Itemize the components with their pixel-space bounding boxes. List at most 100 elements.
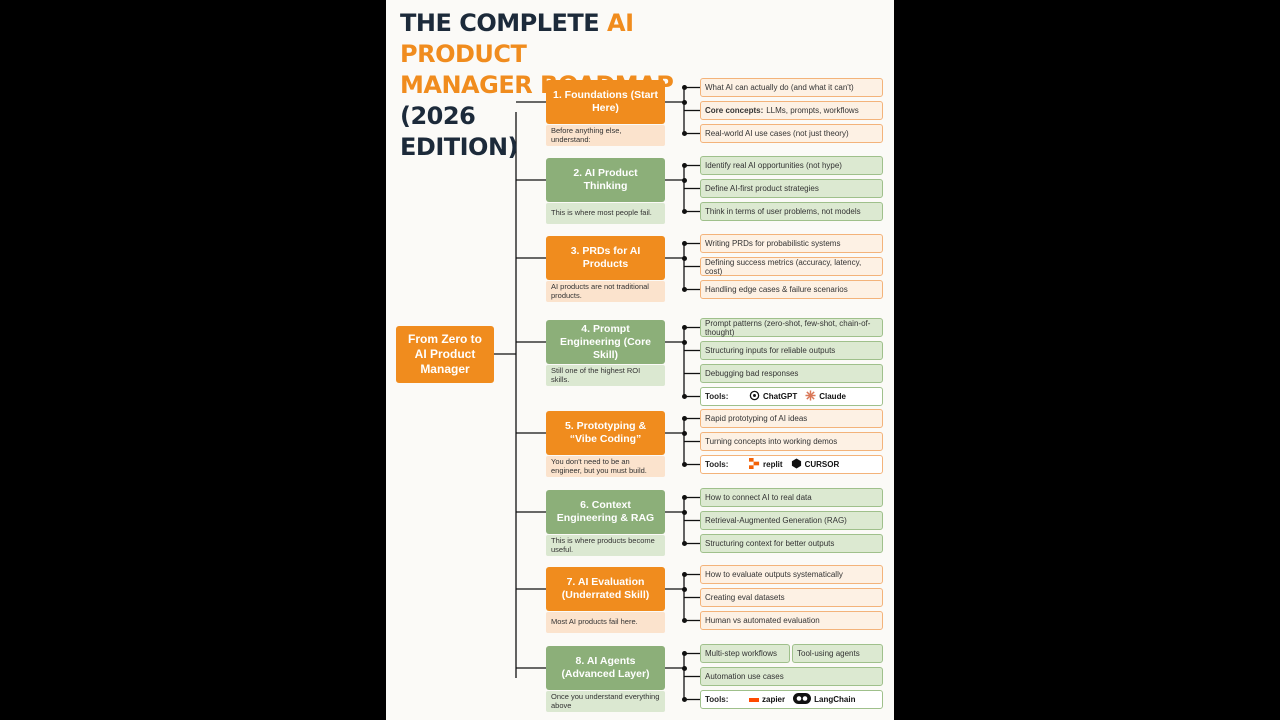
step-node-8: 8. AI Agents (Advanced Layer) bbox=[546, 646, 665, 690]
leaf-item: What AI can actually do (and what it can… bbox=[700, 78, 883, 97]
leaf-item-bold: Core concepts: bbox=[705, 106, 764, 115]
junction-dot bbox=[681, 99, 687, 105]
tool-logo: CURSOR bbox=[791, 458, 840, 471]
langchain-icon bbox=[793, 693, 812, 706]
junction-dot bbox=[681, 586, 687, 592]
leaf-item: Human vs automated evaluation bbox=[700, 611, 883, 630]
leaf-item: Debugging bad responses bbox=[700, 364, 883, 383]
junction-dot bbox=[681, 163, 687, 168]
tool-name: CURSOR bbox=[804, 460, 840, 469]
junction-dot bbox=[681, 541, 687, 546]
leaf-item-text: Turning concepts into working demos bbox=[705, 437, 838, 446]
leaf-item-text: Automation use cases bbox=[705, 672, 784, 681]
tools-row: Tools: replit CURSOR bbox=[700, 455, 883, 474]
junction-dot bbox=[681, 209, 687, 214]
step-node-1: 1. Foundations (Start Here) bbox=[546, 80, 665, 124]
leaf-item-text: Debugging bad responses bbox=[705, 369, 799, 378]
tools-row: Tools: zapier LangChain bbox=[700, 690, 883, 709]
leaf-item-text: Retrieval-Augmented Generation (RAG) bbox=[705, 516, 847, 525]
junction-dot bbox=[681, 131, 687, 136]
leaf-item: Identify real AI opportunities (not hype… bbox=[700, 156, 883, 175]
junction-dot bbox=[681, 572, 687, 577]
step-note: This is where products become useful. bbox=[546, 535, 665, 556]
leaf-item: Core concepts:LLMs, prompts, workflows bbox=[700, 101, 883, 120]
leaf-item: Creating eval datasets bbox=[700, 588, 883, 607]
junction-dot bbox=[681, 177, 687, 183]
step-note: This is where most people fail. bbox=[546, 203, 665, 224]
leaf-item-text: Prompt patterns (zero-shot, few-shot, ch… bbox=[705, 318, 871, 337]
leaf-item: Retrieval-Augmented Generation (RAG) bbox=[700, 511, 883, 530]
leaf-item: Real-world AI use cases (not just theory… bbox=[700, 124, 883, 143]
junction-dot bbox=[681, 509, 687, 515]
leaf-item-text: How to evaluate outputs systematically bbox=[705, 570, 843, 579]
step-node-7: 7. AI Evaluation (Underrated Skill) bbox=[546, 567, 665, 611]
leaf-item-text: Rapid prototyping of AI ideas bbox=[705, 414, 808, 423]
step-note: You don't need to be an engineer, but yo… bbox=[546, 456, 665, 477]
junction-dot bbox=[681, 394, 687, 399]
tools-label: Tools: bbox=[705, 695, 729, 704]
openai-icon bbox=[749, 390, 760, 403]
tool-name: zapier bbox=[762, 695, 786, 704]
title-part: (2026 bbox=[400, 102, 476, 130]
tools-label: Tools: bbox=[705, 392, 729, 401]
leaf-item-text: Defining success metrics (accuracy, late… bbox=[705, 257, 862, 276]
step-node-5: 5. Prototyping & “Vibe Coding” bbox=[546, 411, 665, 455]
leaf-item-text: Writing PRDs for probabilistic systems bbox=[705, 239, 841, 248]
junction-dot bbox=[681, 651, 687, 656]
junction-dot bbox=[681, 85, 687, 90]
leaf-item: How to evaluate outputs systematically bbox=[700, 565, 883, 584]
junction-dot bbox=[681, 697, 687, 702]
title-accent: AI PRODUCT bbox=[400, 9, 634, 68]
leaf-item-text: Identify real AI opportunities (not hype… bbox=[705, 161, 842, 170]
tool-name: replit bbox=[763, 460, 783, 469]
leaf-item: Handling edge cases & failure scenarios bbox=[700, 280, 883, 299]
junction-dot bbox=[681, 430, 687, 436]
leaf-item-text: Creating eval datasets bbox=[705, 593, 785, 602]
leaf-item: Multi-step workflows bbox=[700, 644, 790, 663]
step-node-3: 3. PRDs for AI Products bbox=[546, 236, 665, 280]
leaf-item: Defining success metrics (accuracy, late… bbox=[700, 257, 883, 276]
leaf-item: Prompt patterns (zero-shot, few-shot, ch… bbox=[700, 318, 883, 337]
tool-name: Claude bbox=[819, 392, 846, 401]
tool-logo: replit bbox=[749, 458, 783, 471]
junction-dot bbox=[681, 339, 687, 345]
leaf-item: Turning concepts into working demos bbox=[700, 432, 883, 451]
title-part: THE COMPLETE bbox=[400, 9, 608, 37]
junction-dot bbox=[681, 618, 687, 623]
leaf-item-text: What AI can actually do (and what it can… bbox=[705, 83, 854, 92]
leaf-item: Structuring inputs for reliable outputs bbox=[700, 341, 883, 360]
leaf-item-text: Human vs automated evaluation bbox=[705, 616, 820, 625]
leaf-item: Think in terms of user problems, not mod… bbox=[700, 202, 883, 221]
leaf-item-text: Structuring inputs for reliable outputs bbox=[705, 346, 836, 355]
leaf-item: Rapid prototyping of AI ideas bbox=[700, 409, 883, 428]
zapier-icon bbox=[749, 695, 759, 704]
tool-logo: zapier bbox=[749, 695, 785, 704]
tool-logo: LangChain bbox=[793, 693, 855, 706]
step-note: Still one of the highest ROI skills. bbox=[546, 365, 665, 386]
step-node-6: 6. Context Engineering & RAG bbox=[546, 490, 665, 534]
leaf-item: Define AI-first product strategies bbox=[700, 179, 883, 198]
root-node: From Zero to AI Product Manager bbox=[396, 326, 494, 383]
leaf-item: Tool-using agents bbox=[792, 644, 883, 663]
leaf-item: Automation use cases bbox=[700, 667, 883, 686]
cursor-icon bbox=[791, 458, 802, 471]
title-part: EDITION) bbox=[400, 133, 519, 161]
junction-dot bbox=[681, 416, 687, 421]
leaf-item-text: Handling edge cases & failure scenarios bbox=[705, 285, 848, 294]
connector-lines bbox=[494, 86, 700, 701]
step-note: AI products are not traditional products… bbox=[546, 281, 665, 302]
step-node-2: 2. AI Product Thinking bbox=[546, 158, 665, 202]
replit-icon bbox=[749, 458, 760, 471]
leaf-item-text: Think in terms of user problems, not mod… bbox=[705, 207, 861, 216]
leaf-item: Writing PRDs for probabilistic systems bbox=[700, 234, 883, 253]
page-title: THE COMPLETE AI PRODUCT MANAGER ROADMAP … bbox=[400, 8, 700, 163]
leaf-item-text: Real-world AI use cases (not just theory… bbox=[705, 129, 849, 138]
junction-dot bbox=[681, 495, 687, 500]
junction-dot bbox=[681, 325, 687, 330]
tools-label: Tools: bbox=[705, 460, 729, 469]
leaf-item: Structuring context for better outputs bbox=[700, 534, 883, 553]
step-note: Once you understand everything above bbox=[546, 691, 665, 712]
junction-dot bbox=[681, 255, 687, 261]
junction-dot bbox=[681, 462, 687, 467]
leaf-item-text: LLMs, prompts, workflows bbox=[766, 106, 859, 115]
